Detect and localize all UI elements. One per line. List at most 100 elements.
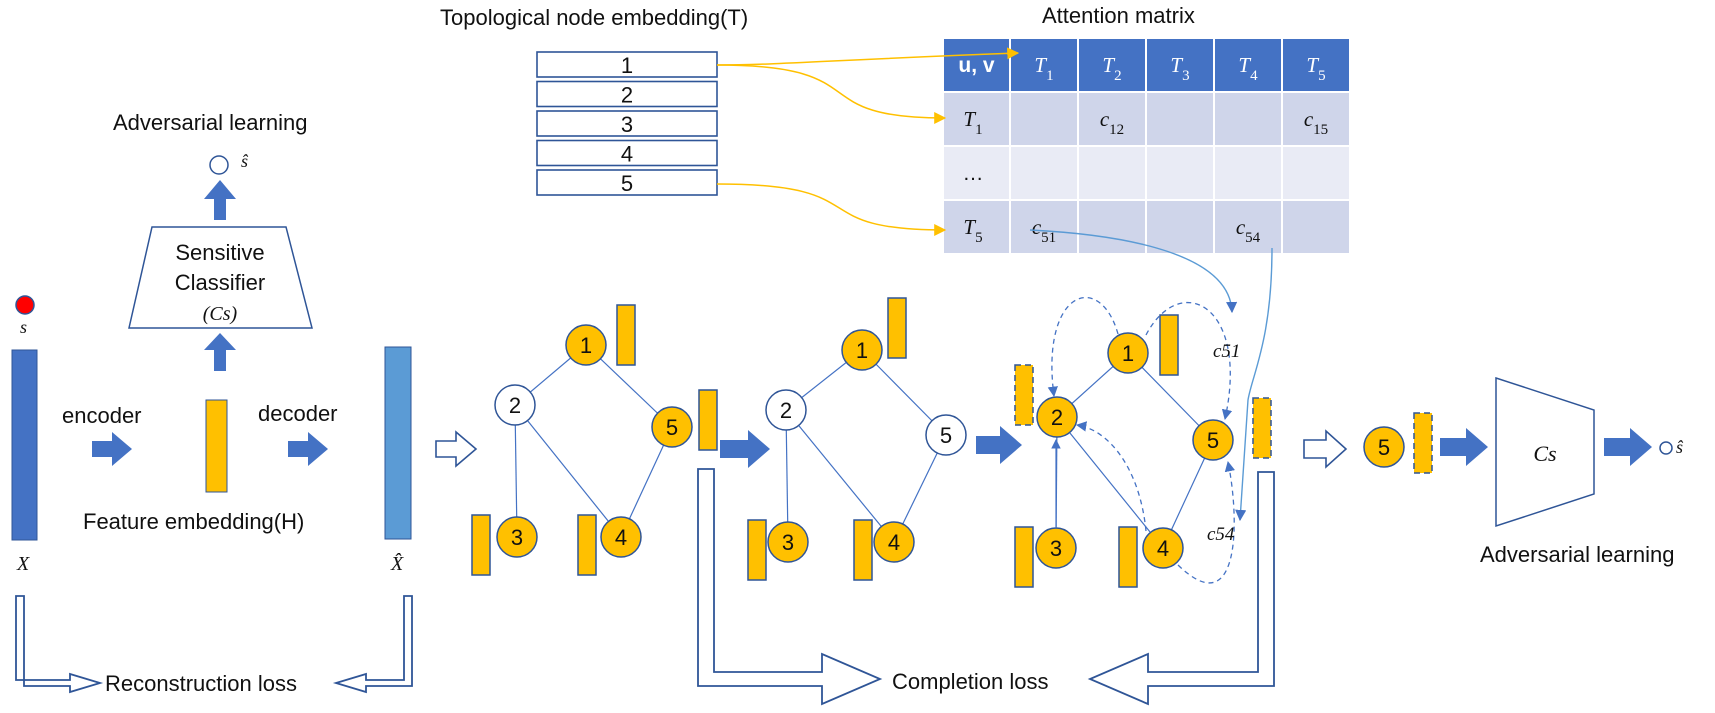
matrix-cell bbox=[1213, 91, 1283, 147]
feature-embedding-bar bbox=[205, 399, 228, 493]
graph-edge bbox=[514, 404, 518, 538]
graph-node-1 bbox=[1107, 332, 1149, 374]
graph-node-label: 3 bbox=[1050, 536, 1062, 561]
matrix-cell bbox=[1213, 145, 1283, 201]
node-feature-bar bbox=[1014, 526, 1034, 588]
hollow-arrow-graph3-to-node5 bbox=[1303, 429, 1348, 469]
matrix-cell-text: c54 bbox=[1236, 215, 1261, 246]
matrix-cell bbox=[1077, 145, 1147, 201]
graph-node-3 bbox=[496, 516, 538, 558]
graph-node-label: 5 bbox=[1207, 428, 1219, 453]
s-label: s bbox=[20, 317, 27, 337]
embedding-row-label: 4 bbox=[621, 142, 633, 167]
embedding-to-classifier-arrow bbox=[204, 333, 236, 371]
final-classifier-box bbox=[1495, 376, 1595, 528]
matrix-cell bbox=[1145, 91, 1215, 147]
graph-node-label: 2 bbox=[780, 398, 792, 423]
graph-node-label: 1 bbox=[1122, 341, 1134, 366]
classifier-label-1: Sensitive bbox=[175, 240, 264, 265]
encoder-arrow bbox=[92, 432, 132, 466]
embedding-row-3 bbox=[536, 110, 718, 137]
feature-embedding-label: Feature embedding(H) bbox=[83, 509, 304, 534]
graph-node-4 bbox=[873, 521, 915, 563]
matrix-cell-text: c51 bbox=[1032, 215, 1056, 246]
matrix-cell-text: T2 bbox=[1102, 53, 1121, 84]
final-classifier-label: Cs bbox=[1533, 441, 1556, 466]
matrix-header-cell bbox=[1213, 37, 1283, 93]
connector-c51-to-graph bbox=[1029, 229, 1238, 314]
c51-label: c51 bbox=[1213, 341, 1240, 362]
topo-embedding-title: Topological node embedding(T) bbox=[440, 5, 748, 30]
final-node-5 bbox=[1363, 426, 1405, 468]
graph-node-3 bbox=[767, 521, 809, 563]
reconstruction-arrow-left bbox=[15, 595, 104, 694]
sensitive-classifier-box bbox=[128, 226, 313, 329]
classifier-to-shat-arrow bbox=[204, 180, 236, 220]
arrow-graph1-to-graph2 bbox=[720, 430, 770, 468]
graph-node-label: 4 bbox=[888, 530, 900, 555]
matrix-cell-text: … bbox=[963, 162, 984, 185]
connector-row1-to-T1-row bbox=[716, 64, 947, 124]
connector-c54-to-graph bbox=[1235, 247, 1273, 522]
embedding-row-label: 3 bbox=[621, 112, 633, 137]
classifier-label-3: (Cs) bbox=[203, 303, 238, 325]
embedding-row-label: 5 bbox=[621, 171, 633, 196]
matrix-cell-text: T1 bbox=[963, 107, 982, 138]
node-feature-bar bbox=[471, 514, 491, 576]
matrix-cell bbox=[1145, 145, 1215, 201]
matrix-header-cell bbox=[1077, 37, 1147, 93]
adversarial-learning-top: Adversarial learning bbox=[113, 110, 307, 135]
matrix-cell bbox=[1145, 199, 1215, 255]
s-hat-label-top: ŝ bbox=[241, 151, 249, 171]
graph-node-5 bbox=[1192, 419, 1234, 461]
sensitive-attribute-dot bbox=[15, 295, 35, 315]
graph-node-label: 3 bbox=[511, 525, 523, 550]
graph-node-1 bbox=[841, 329, 883, 371]
graph-edge bbox=[514, 404, 622, 538]
graph-node-4 bbox=[1142, 527, 1184, 569]
matrix-cell bbox=[1077, 199, 1147, 255]
node-feature-bar bbox=[616, 304, 636, 366]
connector-row5-to-T5-row bbox=[716, 183, 947, 236]
graph-node-label: 5 bbox=[666, 415, 678, 440]
completion-arrow-right bbox=[1087, 471, 1275, 706]
graph-node-5 bbox=[651, 406, 693, 448]
arrow-classifier-to-shat bbox=[1604, 428, 1652, 466]
completion-loss-label: Completion loss bbox=[892, 669, 1049, 694]
node-feature-bar bbox=[887, 297, 907, 359]
graph-node-label: 5 bbox=[940, 423, 952, 448]
node-feature-bar bbox=[853, 519, 873, 581]
graph-node-1 bbox=[565, 324, 607, 366]
graph-node-label: 1 bbox=[580, 333, 592, 358]
node-feature-bar bbox=[698, 389, 718, 451]
matrix-cell-text: c15 bbox=[1304, 107, 1328, 138]
final-node-5-label: 5 bbox=[1378, 435, 1390, 460]
classifier-label-2: Classifier bbox=[175, 270, 265, 295]
decoder-arrow bbox=[288, 432, 328, 466]
matrix-cell bbox=[1009, 91, 1079, 147]
hollow-arrow-to-graph-1 bbox=[435, 430, 478, 468]
embedding-row-label: 1 bbox=[621, 53, 633, 78]
graph-node-2 bbox=[494, 384, 536, 426]
matrix-cell-text: T5 bbox=[1306, 53, 1325, 84]
matrix-cell-text: T5 bbox=[963, 215, 982, 246]
attention-edge-4-to-5 bbox=[1177, 460, 1235, 584]
graph-edge bbox=[1056, 416, 1164, 549]
matrix-cell-text: T3 bbox=[1170, 53, 1189, 84]
c54-label: c54 bbox=[1207, 524, 1235, 545]
matrix-cell bbox=[1009, 145, 1079, 201]
node-feature-bar bbox=[577, 514, 597, 576]
graph-node-2 bbox=[765, 389, 807, 431]
embedding-row-4 bbox=[536, 139, 718, 167]
graph-node-label: 2 bbox=[509, 393, 521, 418]
graph-node-4 bbox=[600, 516, 642, 558]
embedding-row-label: 2 bbox=[621, 83, 633, 108]
graph-edge bbox=[785, 409, 789, 543]
reconstruction-arrow-right bbox=[332, 595, 413, 694]
matrix-header-cell bbox=[942, 37, 1011, 93]
graph-edge bbox=[785, 409, 895, 543]
